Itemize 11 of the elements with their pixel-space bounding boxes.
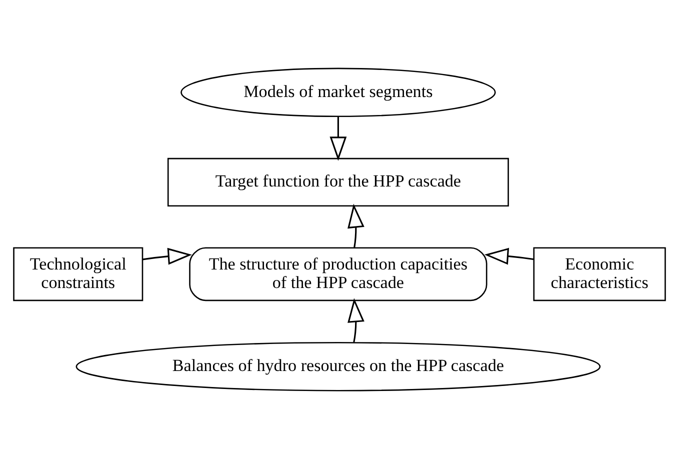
arrow — [348, 298, 364, 342]
node-ellipse: Balances of hydro resources on the HPP cascade — [76, 342, 601, 392]
node-box: Target function for the HPP cascade — [167, 158, 509, 207]
node-ellipse: Models of market segments — [180, 68, 496, 118]
node-box: Economic characteristics — [533, 247, 666, 302]
arrow — [330, 116, 347, 161]
arrow — [484, 248, 534, 265]
node-box: The structure of production capacities of the HPP cascade — [189, 247, 488, 302]
arrow — [348, 204, 364, 248]
node-box: Technological constraints — [13, 247, 144, 302]
arrow — [142, 248, 192, 265]
